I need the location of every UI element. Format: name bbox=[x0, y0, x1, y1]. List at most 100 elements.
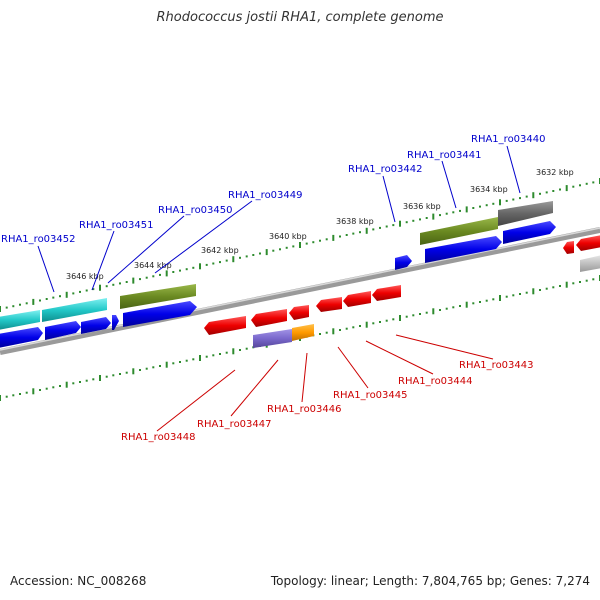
gene-blue-ro03442[interactable] bbox=[395, 255, 412, 270]
leader-ro03445 bbox=[337, 346, 369, 389]
scale-label: 3642 kbp bbox=[201, 246, 239, 255]
minor-tick bbox=[12, 305, 15, 308]
minor-tick bbox=[372, 322, 375, 325]
gene-red-ro03446[interactable] bbox=[289, 305, 309, 320]
minor-tick bbox=[92, 288, 95, 291]
minor-tick bbox=[585, 182, 588, 185]
gene-red-right-1[interactable] bbox=[563, 241, 574, 254]
gene-orange-ro03446[interactable] bbox=[292, 324, 314, 341]
gene-label-ro03440[interactable]: RHA1_ro03440 bbox=[471, 134, 546, 145]
minor-tick bbox=[472, 302, 475, 305]
gene-blue-ro03440[interactable] bbox=[503, 221, 556, 244]
minor-tick bbox=[452, 306, 455, 309]
minor-tick bbox=[192, 358, 195, 361]
gene-label-ro03441[interactable]: RHA1_ro03441 bbox=[407, 150, 482, 161]
minor-tick bbox=[52, 296, 55, 299]
gene-label-ro03449[interactable]: RHA1_ro03449 bbox=[228, 190, 303, 201]
minor-tick bbox=[92, 378, 95, 381]
gene-blue-small[interactable] bbox=[112, 315, 119, 330]
minor-tick bbox=[505, 295, 508, 298]
leader-ro03450 bbox=[107, 215, 185, 284]
gene-label-ro03450[interactable]: RHA1_ro03450 bbox=[158, 205, 233, 216]
minor-tick bbox=[412, 314, 415, 317]
minor-tick bbox=[459, 305, 461, 307]
minor-tick bbox=[319, 239, 321, 242]
gene-red-right-2[interactable] bbox=[576, 235, 600, 251]
minor-tick bbox=[319, 333, 321, 335]
gene-label-ro03442[interactable]: RHA1_ro03442 bbox=[348, 164, 423, 175]
major-tick bbox=[199, 355, 201, 361]
major-tick bbox=[499, 199, 501, 206]
minor-tick bbox=[572, 185, 575, 188]
minor-tick bbox=[545, 287, 548, 290]
major-tick bbox=[399, 220, 401, 227]
minor-tick bbox=[492, 298, 495, 301]
major-tick bbox=[465, 301, 468, 308]
scale-label: 3632 kbp bbox=[536, 168, 574, 177]
scale-labels: 3646 kbp 3644 kbp 3642 kbp 3640 kbp 3638… bbox=[66, 168, 574, 281]
gene-purple-ro03447[interactable] bbox=[253, 329, 292, 348]
major-tick bbox=[365, 321, 368, 328]
gene-label-ro03447[interactable]: RHA1_ro03447 bbox=[197, 419, 272, 430]
gene-label-ro03444[interactable]: RHA1_ro03444 bbox=[398, 376, 473, 387]
gene-label-ro03443[interactable]: RHA1_ro03443 bbox=[459, 360, 534, 371]
minor-tick bbox=[425, 311, 428, 314]
gene-label-ro03451[interactable]: RHA1_ro03451 bbox=[79, 220, 154, 231]
minor-tick bbox=[5, 395, 8, 398]
gene-blue-ro03452[interactable] bbox=[0, 327, 43, 348]
minor-tick bbox=[339, 235, 341, 238]
minor-tick bbox=[585, 279, 588, 282]
gene-red-ro03443[interactable] bbox=[372, 285, 401, 301]
minor-tick bbox=[25, 391, 28, 394]
gene-red-ro03447[interactable] bbox=[251, 309, 287, 327]
minor-tick bbox=[39, 389, 41, 391]
gene-label-ro03448[interactable]: RHA1_ro03448 bbox=[121, 432, 196, 443]
minor-tick bbox=[405, 315, 408, 318]
gene-cyan-ro03452[interactable] bbox=[0, 310, 40, 330]
gene-olive-ro03449[interactable] bbox=[120, 284, 196, 309]
major-tick bbox=[332, 234, 335, 241]
scale-label: 3646 kbp bbox=[66, 272, 104, 281]
minor-tick bbox=[225, 259, 228, 262]
gene-blue-ro03449[interactable] bbox=[123, 301, 197, 327]
major-tick bbox=[199, 263, 201, 270]
gene-cyan-ro03451[interactable] bbox=[42, 298, 107, 322]
minor-tick bbox=[45, 298, 48, 300]
gene-blue-ro03451[interactable] bbox=[45, 321, 81, 340]
leader-ro03452 bbox=[37, 245, 55, 293]
minor-tick bbox=[125, 371, 128, 374]
minor-tick bbox=[325, 238, 328, 241]
gene-label-ro03446[interactable]: RHA1_ro03446 bbox=[267, 404, 342, 415]
gene-red-ro03448[interactable] bbox=[204, 316, 246, 335]
gene-olive-ro03441[interactable] bbox=[420, 217, 498, 245]
gene-blue-ro03441[interactable] bbox=[425, 236, 502, 263]
minor-tick bbox=[472, 207, 475, 209]
scale-label: 3638 kbp bbox=[336, 217, 374, 226]
gene-gray-right[interactable] bbox=[580, 255, 600, 272]
minor-tick bbox=[185, 359, 188, 362]
gene-red-ro03444[interactable] bbox=[343, 291, 371, 307]
genome-backbone bbox=[0, 227, 600, 355]
minor-tick bbox=[419, 313, 421, 315]
minor-tick bbox=[279, 248, 281, 251]
gene-label-ro03452[interactable]: RHA1_ro03452 bbox=[1, 234, 76, 245]
minor-tick bbox=[139, 369, 141, 371]
major-tick bbox=[432, 308, 435, 315]
major-tick bbox=[99, 375, 101, 381]
major-tick bbox=[565, 281, 568, 288]
gene-blue-ro03450[interactable] bbox=[81, 317, 111, 334]
scale-label: 3644 kbp bbox=[134, 261, 172, 270]
scale-label: 3636 kbp bbox=[403, 202, 441, 211]
minor-tick bbox=[359, 231, 361, 234]
minor-tick bbox=[239, 349, 241, 351]
gene-gray-ro03440[interactable] bbox=[498, 201, 553, 226]
major-tick bbox=[432, 213, 435, 220]
minor-tick bbox=[19, 303, 21, 306]
major-tick bbox=[299, 242, 301, 248]
major-tick bbox=[0, 306, 1, 312]
major-tick bbox=[565, 185, 568, 192]
major-tick bbox=[465, 206, 468, 213]
gene-label-ro03445[interactable]: RHA1_ro03445 bbox=[333, 390, 408, 401]
gene-red-ro03445[interactable] bbox=[316, 297, 342, 312]
